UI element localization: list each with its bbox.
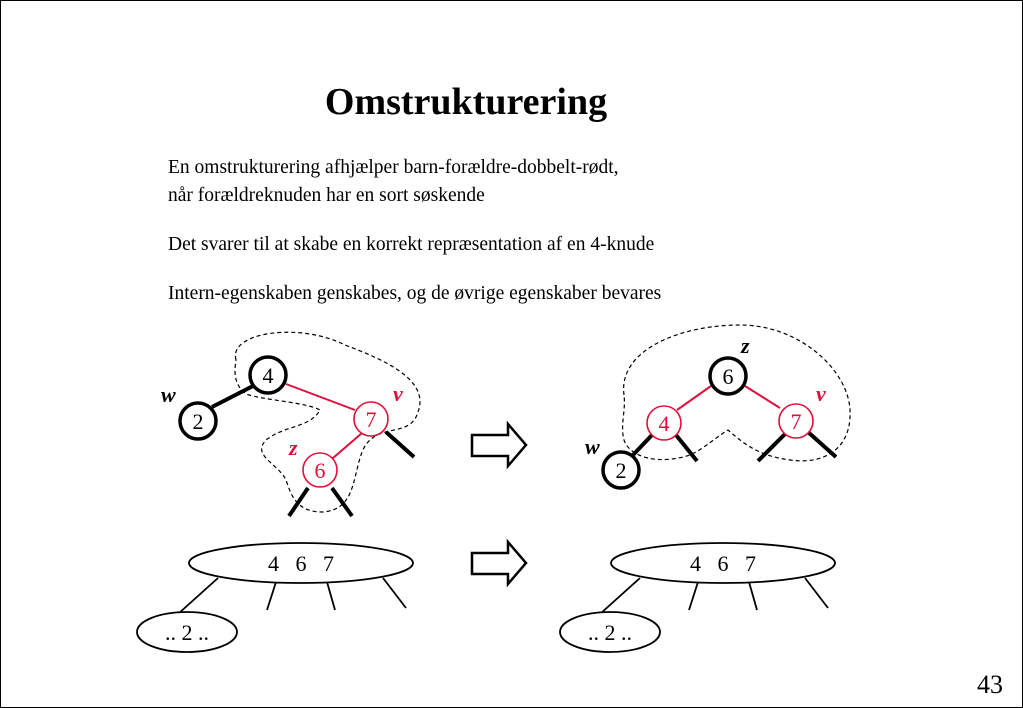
right-edge-7-left bbox=[756, 432, 787, 463]
right-four-node-child-edge-2 bbox=[688, 581, 699, 611]
right-label-z: z bbox=[740, 333, 750, 358]
left-label-w: w bbox=[161, 382, 176, 407]
left-edge-7-6 bbox=[332, 432, 363, 459]
left-node-6 bbox=[302, 452, 338, 488]
right-four-node-child-edge-4 bbox=[804, 577, 829, 609]
right-four-node-child-edge-1 bbox=[599, 577, 641, 615]
right-child-ellipse bbox=[559, 611, 661, 653]
right-label-w: w bbox=[585, 434, 600, 459]
right-tree: 6 4 7 2 z v w bbox=[585, 324, 851, 490]
left-dashed-outline bbox=[234, 331, 421, 513]
right-four-node: 4 6 7 .. 2 .. bbox=[559, 542, 836, 653]
left-child-ellipse bbox=[136, 611, 238, 653]
right-child-label: .. 2 .. bbox=[588, 620, 632, 645]
right-node-2-label: 2 bbox=[616, 458, 627, 483]
right-four-node-child-edge-3 bbox=[748, 581, 758, 611]
left-node-4-label: 4 bbox=[263, 363, 274, 388]
text-line-4: Intern-egenskaben genskabes, og de øvrig… bbox=[168, 283, 662, 304]
right-node-7 bbox=[778, 403, 814, 439]
left-label-v: v bbox=[393, 381, 403, 406]
left-edge-4-7 bbox=[285, 383, 356, 411]
left-edge-6-right bbox=[330, 486, 354, 518]
right-node-4-label: 4 bbox=[659, 411, 670, 436]
left-four-node: 4 6 7 .. 2 .. bbox=[136, 542, 414, 653]
right-edge-6-4 bbox=[676, 385, 712, 411]
left-node-2-label: 2 bbox=[193, 409, 204, 434]
right-node-2 bbox=[601, 450, 641, 490]
left-label-z: z bbox=[288, 435, 298, 460]
right-node-4 bbox=[646, 405, 682, 441]
right-edge-6-7 bbox=[744, 385, 781, 409]
restructure-arrow-top-icon bbox=[470, 420, 528, 470]
right-label-v: v bbox=[816, 381, 826, 406]
left-edge-7-right bbox=[384, 430, 416, 459]
slide-title: Omstrukturering bbox=[324, 81, 608, 123]
left-edge-4-2 bbox=[211, 384, 254, 409]
text-line-1: En omstrukturering afhjælper barn-foræld… bbox=[168, 157, 619, 178]
left-tree: 4 2 7 6 w v z bbox=[161, 331, 421, 518]
left-node-7 bbox=[353, 401, 389, 437]
left-four-node-child-edge-1 bbox=[177, 577, 219, 615]
left-node-6-label: 6 bbox=[315, 458, 326, 483]
right-four-node-keys: 4 6 7 bbox=[690, 551, 756, 576]
left-node-2 bbox=[178, 401, 218, 441]
right-four-node-ellipse bbox=[610, 542, 836, 584]
left-four-node-ellipse bbox=[188, 542, 414, 584]
right-node-6-label: 6 bbox=[723, 364, 734, 389]
left-child-label: .. 2 .. bbox=[165, 620, 209, 645]
right-dashed-outline bbox=[621, 324, 851, 462]
page-number: 43 bbox=[977, 670, 1003, 699]
right-edge-7-right bbox=[806, 430, 838, 459]
left-node-4 bbox=[248, 355, 288, 395]
right-node-7-label: 7 bbox=[791, 409, 802, 434]
left-four-node-child-edge-4 bbox=[382, 577, 407, 609]
right-edge-4-2 bbox=[631, 433, 654, 457]
right-node-6 bbox=[708, 356, 748, 396]
right-edge-4-right bbox=[674, 433, 699, 463]
left-node-7-label: 7 bbox=[366, 407, 377, 432]
restructure-arrow-bottom-icon bbox=[470, 538, 528, 588]
text-line-3: Det svarer til at skabe en korrekt repræ… bbox=[168, 234, 655, 255]
left-edge-6-left bbox=[287, 486, 310, 518]
text-line-2: når forældreknuden har en sort søskende bbox=[168, 185, 485, 206]
left-four-node-child-edge-3 bbox=[326, 581, 336, 611]
left-four-node-child-edge-2 bbox=[266, 581, 277, 611]
left-four-node-keys: 4 6 7 bbox=[268, 551, 334, 576]
